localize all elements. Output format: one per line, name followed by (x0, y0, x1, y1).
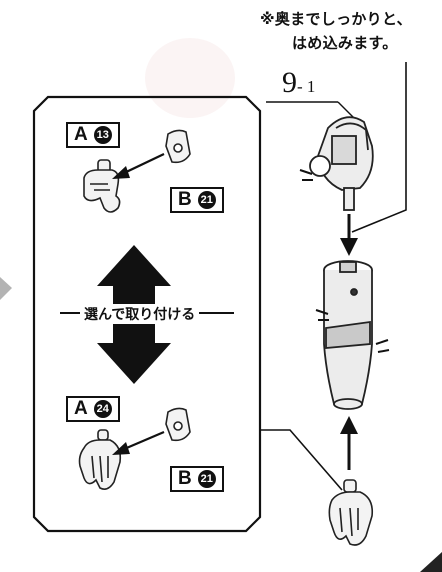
part-letter: B (178, 468, 192, 489)
choice-frame (32, 95, 262, 533)
step-number: 9 (282, 66, 297, 99)
corner-mark (420, 552, 442, 572)
background-watermark (145, 38, 235, 118)
hand-final-icon (328, 479, 374, 546)
up-arrow-icon (340, 416, 358, 434)
hand-a24-icon (78, 429, 122, 490)
note-leader (351, 62, 407, 233)
down-arrow-icon (340, 238, 358, 256)
part-number-badge: 24 (93, 400, 112, 418)
step-label: 9 - 1 (282, 66, 315, 100)
connector-line (260, 429, 343, 491)
left-pointer-arrow (0, 277, 12, 300)
part-letter: A (74, 398, 88, 419)
part-label-a24: A 24 (66, 396, 120, 422)
part-letter: A (74, 124, 88, 145)
part-label-b21-top: B 21 (170, 187, 224, 213)
assembly-note-line1: ※奥までしっかりと、 (260, 10, 412, 28)
arm-part-icon (323, 260, 373, 410)
part-label-a13: A 13 (66, 122, 120, 148)
part-letter: B (178, 189, 192, 210)
joint-b21-top-icon (165, 129, 191, 164)
shoulder-part-icon (309, 116, 374, 211)
insert-arrow-bottom-icon (112, 442, 130, 455)
choose-attach-label: 選んで取り付ける (80, 304, 200, 324)
part-label-b21-bottom: B 21 (170, 466, 224, 492)
part-number-badge: 21 (197, 470, 216, 488)
assembly-note-line2: はめ込みます。 (292, 34, 398, 52)
joint-b21-bottom-icon (165, 407, 191, 442)
step-sub-number: - 1 (297, 77, 316, 96)
insert-arrow-top-icon (112, 166, 130, 179)
hand-a13-icon (83, 159, 121, 213)
part-number-badge: 13 (93, 126, 112, 144)
part-number-badge: 21 (197, 191, 216, 209)
